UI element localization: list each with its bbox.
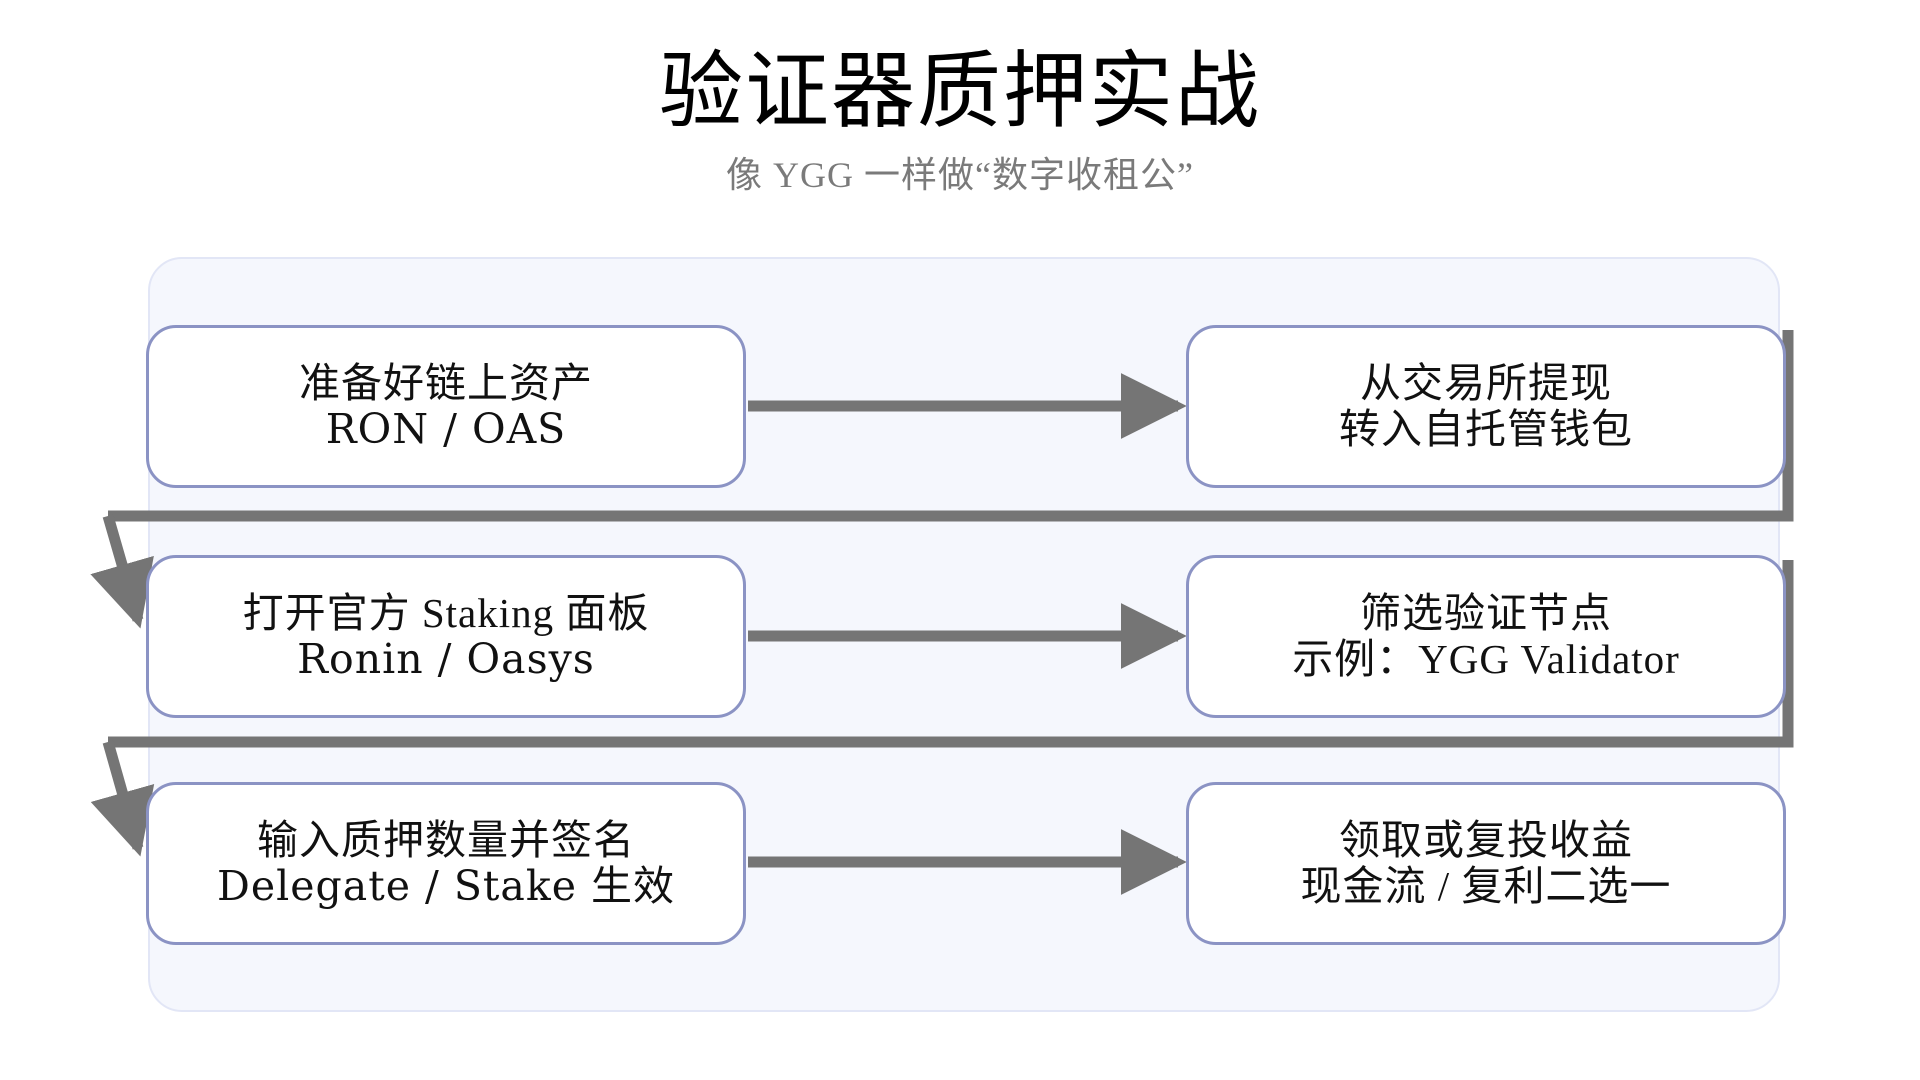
flow-step-6-line1: 领取或复投收益 — [1339, 816, 1633, 863]
flow-step-5-line1: 输入质押数量并签名 — [257, 816, 635, 863]
flow-step-2-line2: 转入自托管钱包 — [1339, 405, 1633, 452]
flow-step-2[interactable]: 从交易所提现 转入自托管钱包 — [1186, 325, 1786, 488]
page-subtitle: 像 YGG 一样做“数字收租公” — [726, 155, 1194, 196]
flow-step-4-line2: 示例：YGG Validator — [1292, 635, 1680, 682]
flow-step-4[interactable]: 筛选验证节点 示例：YGG Validator — [1186, 555, 1786, 718]
flow-step-3[interactable]: 打开官方 Staking 面板 Ronin / Oasys — [146, 555, 746, 718]
flow-step-6-line2: 现金流 / 复利二选一 — [1300, 862, 1672, 909]
flow-step-5[interactable]: 输入质押数量并签名 Delegate / Stake 生效 — [146, 782, 746, 945]
flow-step-4-line1: 筛选验证节点 — [1360, 589, 1612, 636]
flow-step-2-line1: 从交易所提现 — [1360, 359, 1612, 406]
flow-step-1-line2: RON / OAS — [325, 404, 567, 453]
flow-step-3-line1: 打开官方 Staking 面板 — [242, 589, 650, 636]
page-title: 验证器质押实战 — [658, 46, 1261, 139]
slide-header: 验证器质押实战 像 YGG 一样做“数字收租公” — [0, 0, 1920, 198]
flow-step-3-line2: Ronin / Oasys — [297, 634, 595, 683]
flow-step-1[interactable]: 准备好链上资产 RON / OAS — [146, 325, 746, 488]
flow-step-1-line1: 准备好链上资产 — [299, 359, 593, 406]
flow-step-5-line2: Delegate / Stake 生效 — [217, 861, 675, 910]
flow-step-6[interactable]: 领取或复投收益 现金流 / 复利二选一 — [1186, 782, 1786, 945]
